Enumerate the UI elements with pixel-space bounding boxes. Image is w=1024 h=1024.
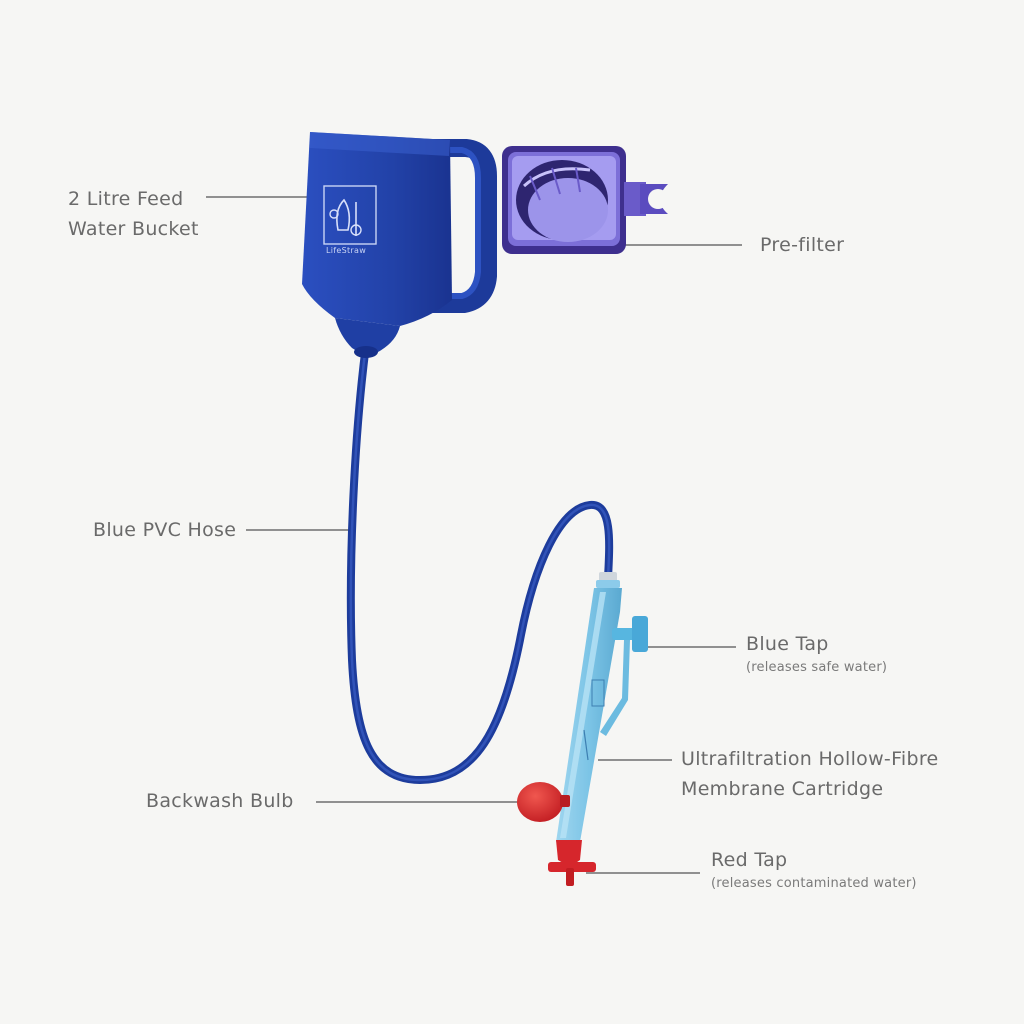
label-red-tap-title: Red Tap	[711, 849, 788, 871]
blue-pvc-hose	[346, 341, 614, 785]
label-cartridge-line1: Ultrafiltration Hollow-Fibre	[681, 748, 939, 770]
label-backwash-bulb: Backwash Bulb	[146, 790, 294, 812]
label-pre-filter: Pre-filter	[760, 234, 845, 256]
bucket-brand-text: LifeStraw	[326, 246, 367, 255]
label-cartridge-line2: Membrane Cartridge	[681, 778, 884, 800]
leader-lines	[206, 196, 742, 874]
label-feed-bucket-line2: Water Bucket	[68, 218, 199, 240]
label-blue-tap: Blue Tap (releases safe water)	[746, 629, 887, 677]
label-cartridge: Ultrafiltration Hollow-Fibre Membrane Ca…	[681, 744, 939, 804]
feed-water-bucket	[302, 132, 497, 358]
label-feed-bucket: 2 Litre Feed Water Bucket	[68, 184, 199, 244]
label-red-tap: Red Tap (releases contaminated water)	[711, 845, 917, 893]
membrane-cartridge	[556, 572, 648, 842]
backwash-bulb	[517, 782, 570, 822]
label-blue-tap-title: Blue Tap	[746, 633, 829, 655]
red-tap	[548, 840, 596, 886]
label-blue-tap-note: (releases safe water)	[746, 660, 888, 675]
pre-filter-unit	[502, 146, 668, 254]
label-feed-bucket-line1: 2 Litre Feed	[68, 188, 184, 210]
label-hose: Blue PVC Hose	[93, 519, 237, 541]
label-red-tap-note: (releases contaminated water)	[711, 876, 917, 891]
